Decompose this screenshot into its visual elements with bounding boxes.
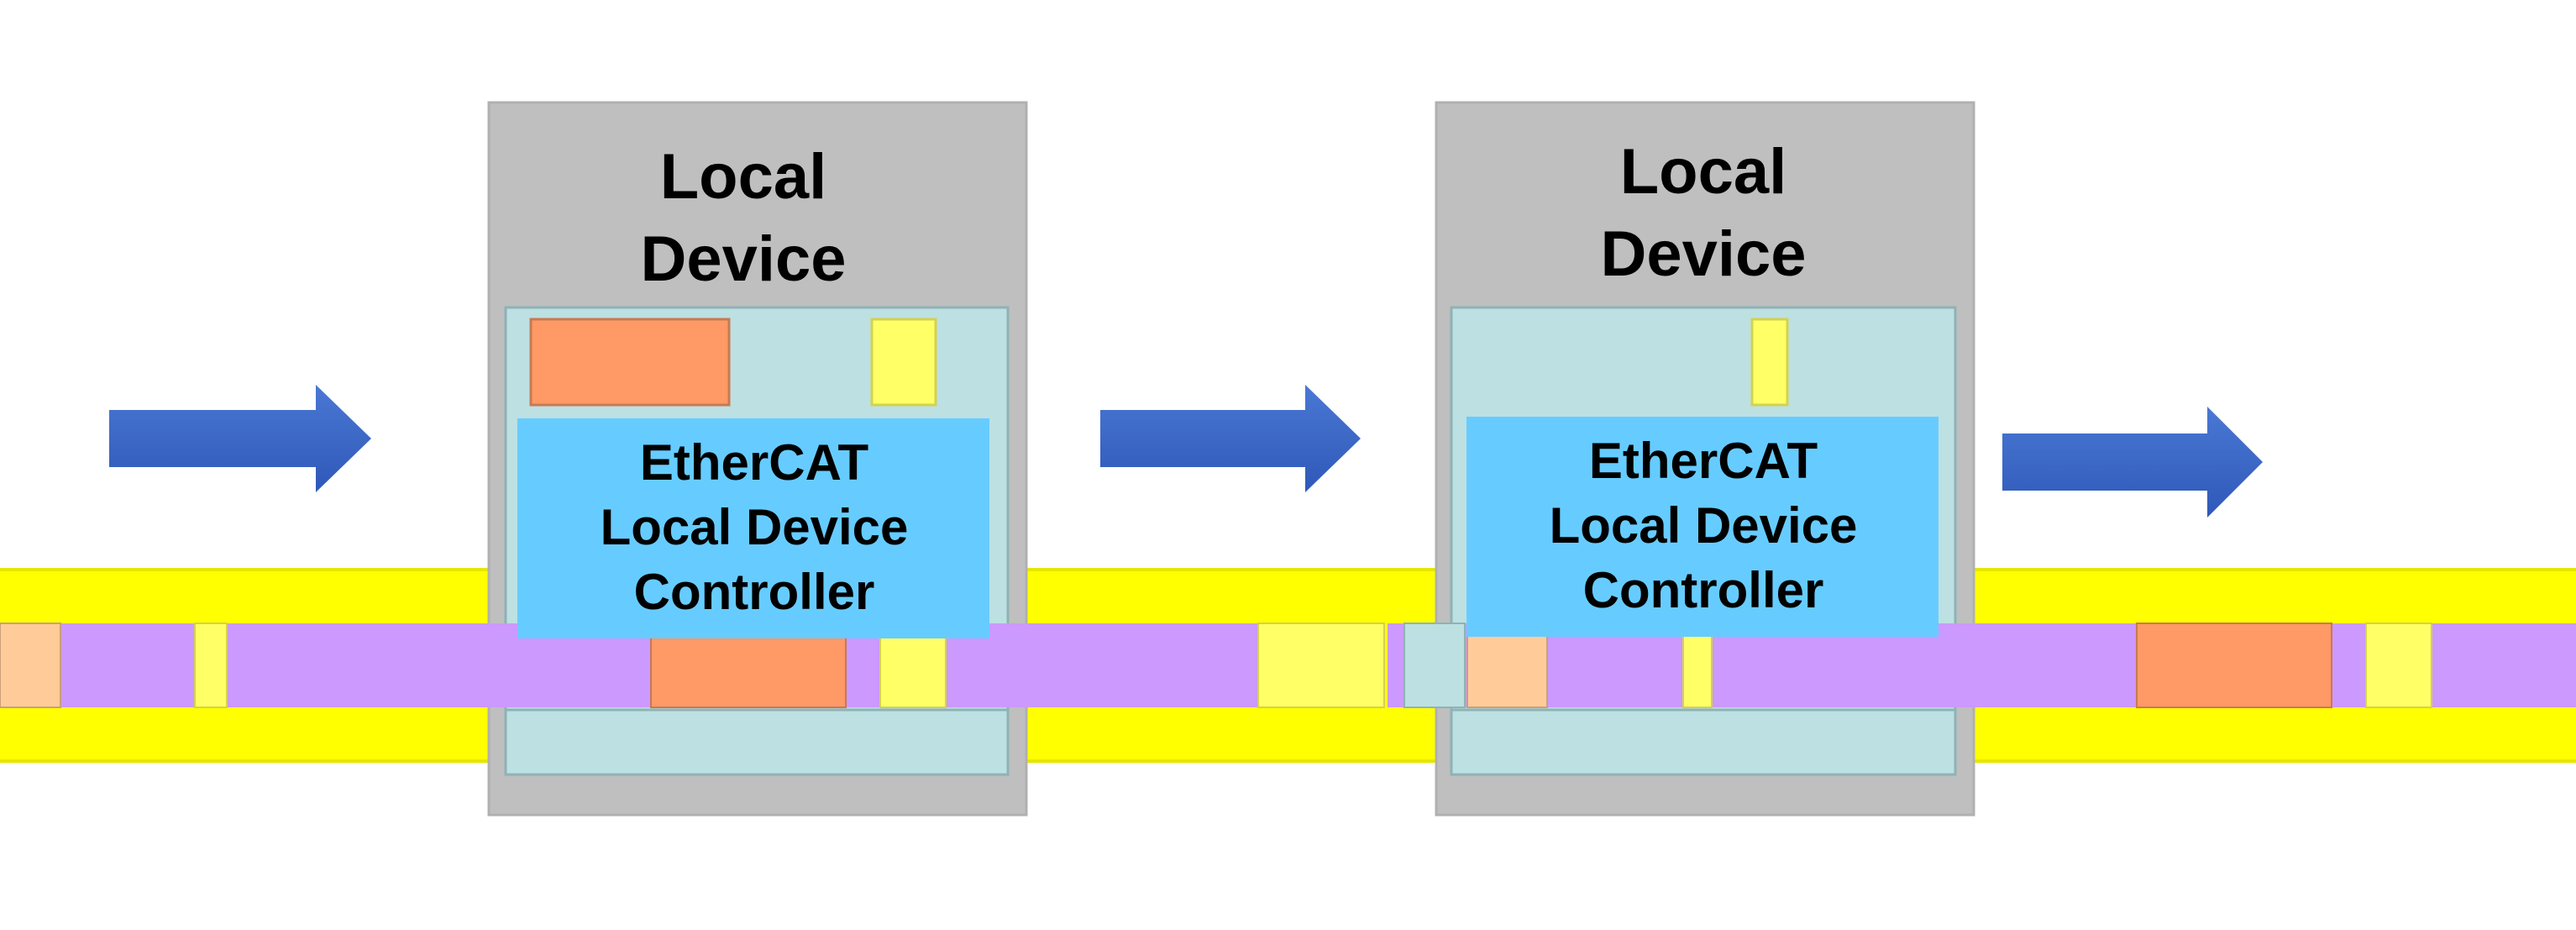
device-1-controller-line3: Controller xyxy=(634,564,875,620)
frame-block-orange xyxy=(2136,623,2332,708)
bus-strip-edge-top xyxy=(0,568,2576,571)
device-1-title-line1: Local xyxy=(660,141,827,213)
arrow-right-icon xyxy=(109,385,371,492)
device-1-block-orange xyxy=(529,318,731,407)
device-2-bottom-panel xyxy=(1450,708,1957,776)
device-2-title-line2: Device xyxy=(1600,218,1806,290)
frame-block-cyan xyxy=(1403,623,1466,708)
device-2-title-line1: Local xyxy=(1620,136,1787,208)
device-1-block-yellow xyxy=(870,318,937,407)
device-1-title-line2: Device xyxy=(640,223,846,295)
device-2-controller-line3: Controller xyxy=(1583,562,1824,618)
frame-block-yellow xyxy=(194,623,228,708)
device-1-controller-line2: Local Device xyxy=(601,499,909,555)
frame-segment xyxy=(1388,623,1404,707)
device-2-controller-box xyxy=(1466,417,1939,637)
frame-block-yellow xyxy=(1682,623,1713,708)
frame-block-yellow xyxy=(1257,623,1385,708)
device-1-bottom-panel xyxy=(504,708,1010,776)
device-2-controller-line1: EtherCAT xyxy=(1589,433,1818,489)
device-1-controller-line1: EtherCAT xyxy=(640,434,868,491)
device-2-controller-line2: Local Device xyxy=(1550,497,1858,554)
device-1-controller-box xyxy=(517,418,989,638)
device-2-block-yellow xyxy=(1750,318,1789,407)
bus-strip-edge-bottom xyxy=(0,759,2576,763)
frame-block-peach xyxy=(0,623,61,708)
frame-block-yellow xyxy=(2365,623,2432,708)
arrow-right-icon xyxy=(1100,385,1361,492)
arrow-right-icon xyxy=(2002,407,2263,518)
